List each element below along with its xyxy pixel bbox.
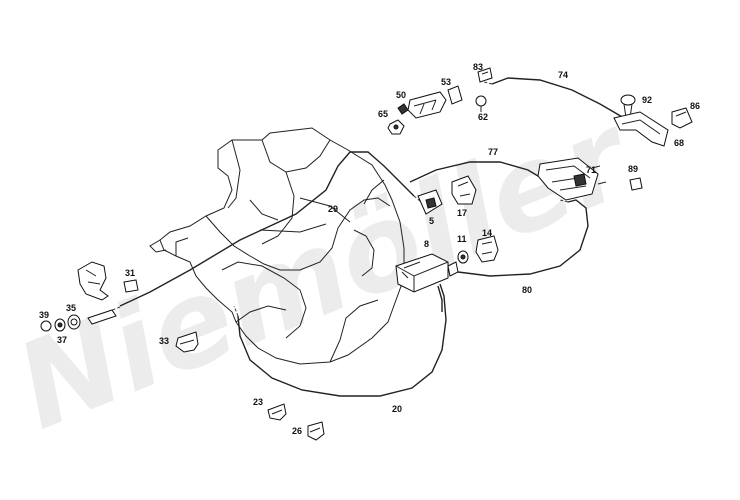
part-11-washer (457, 250, 469, 264)
part-86-block (671, 107, 693, 129)
part-31-bracket (77, 261, 139, 301)
part-label-65: 65 (378, 109, 388, 119)
part-label-68: 68 (674, 138, 684, 148)
part-label-37: 37 (57, 335, 67, 345)
part-label-83: 83 (473, 62, 483, 72)
part-label-26: 26 (292, 426, 302, 436)
part-5-connector (417, 189, 443, 215)
part-label-33: 33 (159, 336, 169, 346)
part-65-nut (387, 119, 405, 135)
part-26-clip (307, 421, 325, 441)
part-68-lever (613, 111, 669, 147)
part-71-bracket (537, 157, 607, 201)
cable-20 (237, 283, 447, 397)
cable-80 (457, 199, 589, 277)
part-label-29: 29 (328, 204, 338, 214)
part-33-clip (175, 331, 199, 353)
part-17-damper (451, 175, 477, 205)
part-label-86: 86 (690, 101, 700, 111)
part-50-bracket (397, 91, 447, 119)
part-label-77: 77 (488, 147, 498, 157)
transmission-housing (149, 127, 405, 365)
washers-39-35-37 (40, 309, 117, 332)
part-label-23: 23 (253, 397, 263, 407)
part-labels: 83 74 53 50 92 86 65 62 68 77 71 89 29 1… (39, 62, 700, 436)
part-label-92: 92 (642, 95, 652, 105)
part-label-35: 35 (66, 303, 76, 313)
part-label-71: 71 (586, 165, 596, 175)
part-23-clip (267, 403, 287, 421)
part-8-actuator (395, 253, 459, 312)
part-label-14: 14 (482, 228, 492, 238)
cable-77 (409, 161, 549, 183)
part-label-74: 74 (558, 70, 568, 80)
part-14-damper (475, 235, 499, 263)
part-label-50: 50 (396, 90, 406, 100)
part-label-53: 53 (441, 77, 451, 87)
part-label-89: 89 (628, 164, 638, 174)
part-62-screw (475, 95, 487, 112)
part-89-clip (629, 177, 643, 191)
cable-29 (119, 151, 415, 307)
part-label-31: 31 (125, 268, 135, 278)
part-label-39: 39 (39, 310, 49, 320)
part-label-11: 11 (457, 234, 467, 244)
part-label-62: 62 (478, 112, 488, 122)
part-label-80: 80 (522, 285, 532, 295)
part-label-20: 20 (392, 404, 402, 414)
part-label-17: 17 (457, 208, 467, 218)
part-label-5: 5 (429, 216, 434, 226)
part-label-8: 8 (424, 239, 429, 249)
part-83-clip (477, 67, 493, 83)
part-53-clip (447, 85, 463, 105)
